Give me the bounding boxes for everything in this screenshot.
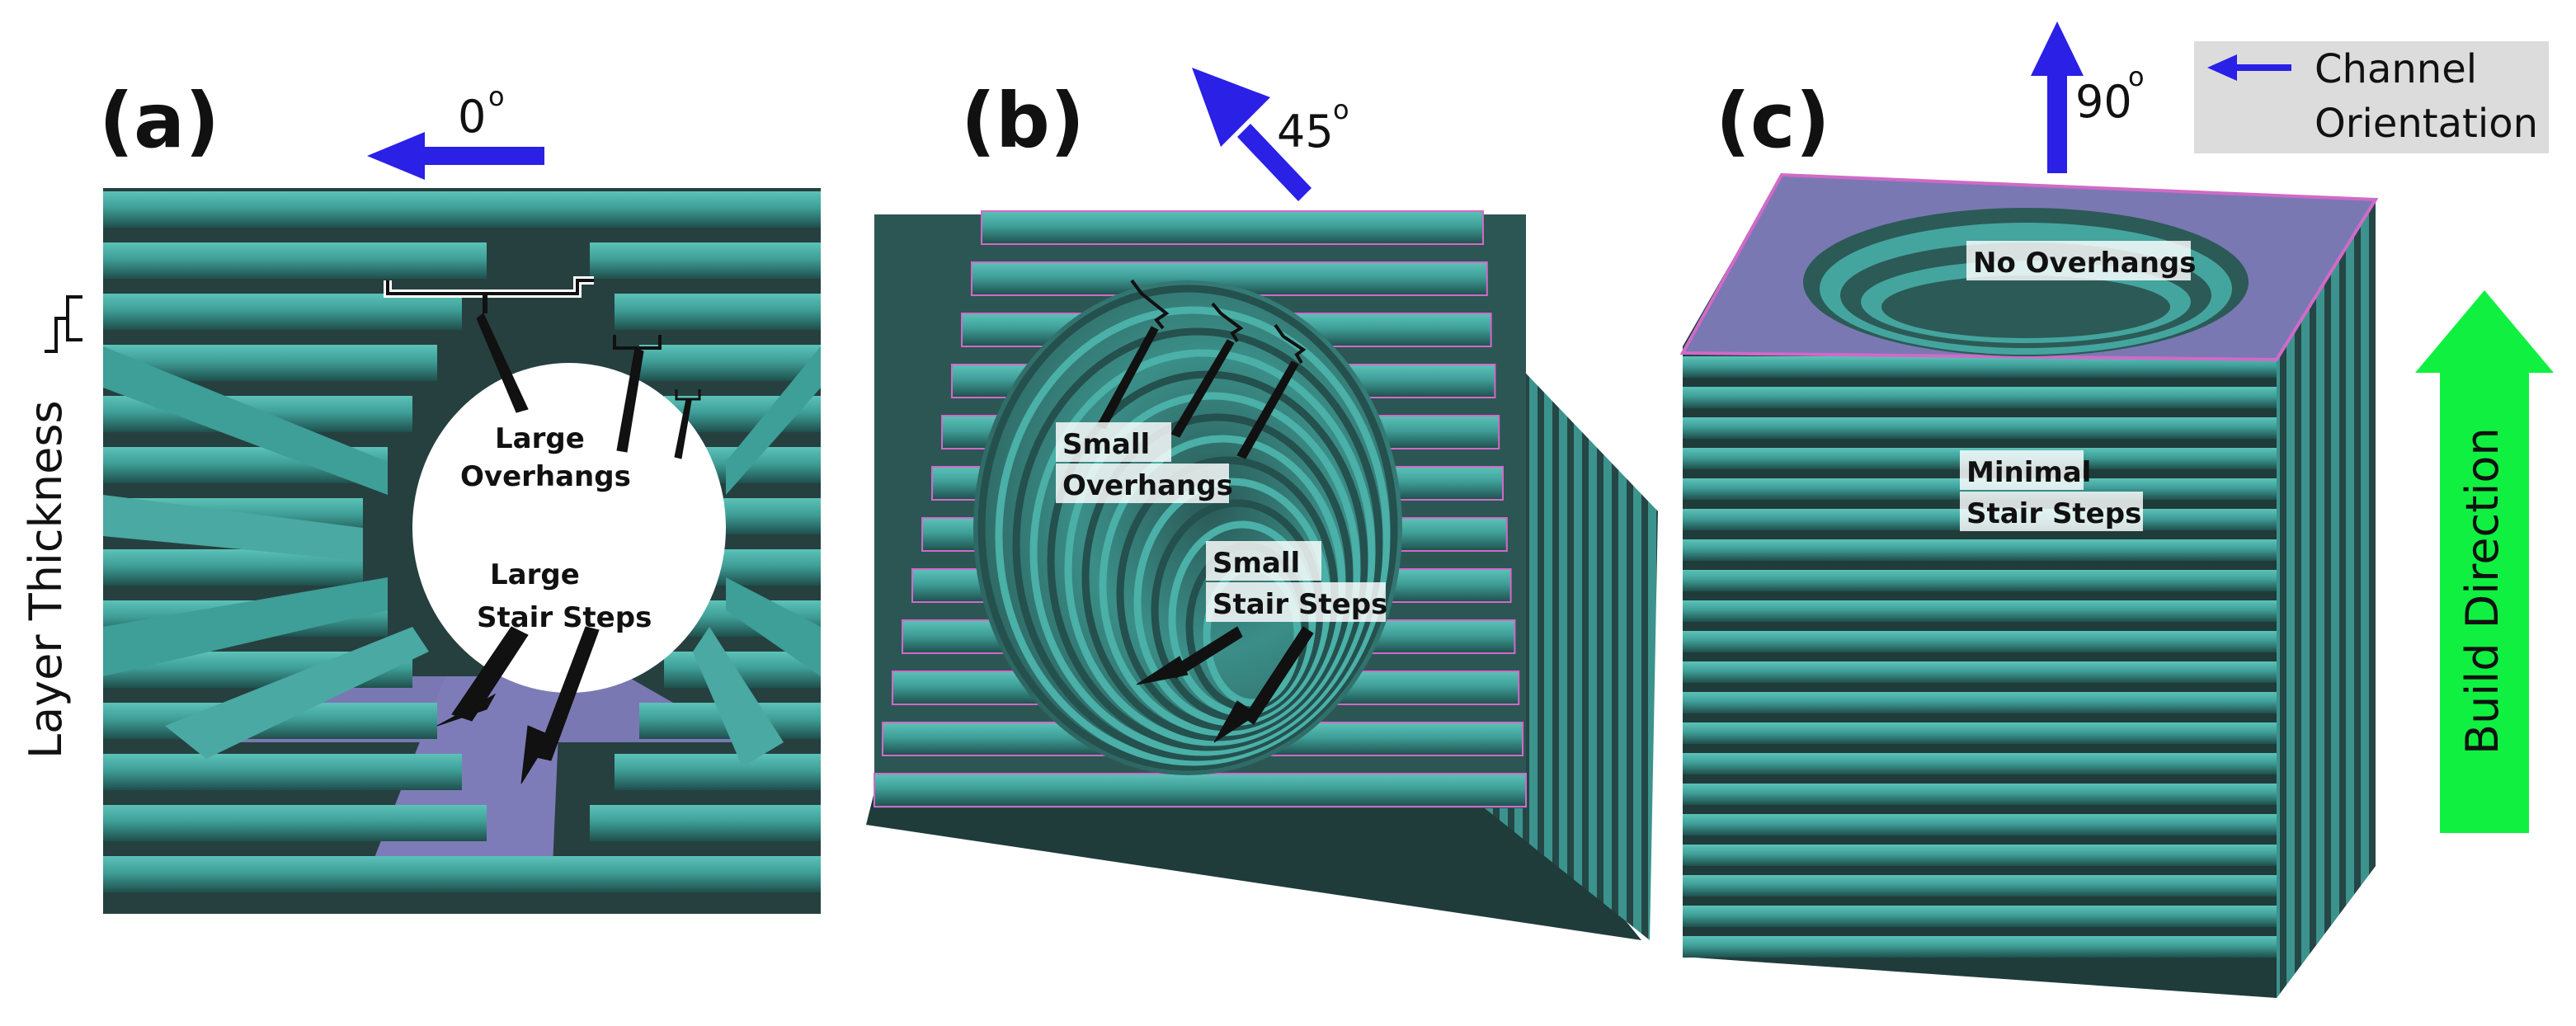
panel-c-steps-bg-1: [1960, 450, 2084, 490]
bowl-ring: [1029, 349, 1376, 756]
layer-c: [1683, 814, 2277, 835]
layer-c: [1683, 906, 2277, 927]
legend-arrow-icon: [2234, 64, 2291, 71]
panel-c-steps-label-1: Minimal: [1966, 456, 2091, 489]
layer-c: [1683, 539, 2277, 561]
panel-a-steps-label-1: Large: [490, 558, 580, 591]
layer-c: [1683, 600, 2277, 622]
angle-label-b: 45: [1277, 106, 1334, 158]
angle-degree-b: o: [1333, 94, 1349, 125]
legend-box: [2194, 41, 2549, 153]
angle-label-c: 90: [2075, 76, 2132, 128]
panel-b-callouts: [1096, 279, 1314, 743]
layer-c: [1683, 722, 2277, 744]
layer-a: [103, 242, 487, 279]
panel-a-opening: [412, 363, 726, 693]
panel-c-steps-bg-2: [1960, 492, 2143, 531]
panel-a-overhangs-label-2: Overhangs: [460, 460, 631, 493]
panel-c-steps-label-2: Stair Steps: [1966, 497, 2141, 530]
layer-c: [1683, 417, 2277, 439]
layer-b: [981, 210, 1484, 245]
layer-c: [1683, 936, 2277, 958]
layer-a: [103, 294, 462, 330]
layer-a: [590, 805, 821, 841]
layer-a: [639, 345, 821, 381]
layer-c: [1683, 692, 2277, 713]
layer-a: [713, 498, 821, 534]
panel-b-steps-bg-2: [1206, 582, 1386, 622]
panel-a-label: (a): [99, 77, 219, 165]
angle-degree-a: o: [488, 81, 505, 112]
panel-c-overhangs-bg: [1966, 241, 2191, 280]
panel-b-overhangs-label-1: Small: [1062, 428, 1150, 461]
bowl-ring: [1012, 327, 1383, 761]
bowl-ring: [995, 306, 1391, 766]
panel-b-structure: [866, 210, 1658, 940]
layer-a: [103, 754, 462, 790]
orientation-arrow-b: [1192, 68, 1312, 201]
layer-a: [590, 242, 821, 279]
panel-a-steps-label-2: Stair Steps: [477, 601, 652, 634]
layer-c: [1683, 753, 2277, 774]
layer-a: [615, 754, 821, 790]
layer-a: [103, 805, 487, 841]
orientation-arrow-c: [2031, 21, 2084, 173]
panel-c-side-face: [2277, 200, 2376, 998]
layer-thickness-label: Layer Thickness: [20, 400, 72, 759]
layer-c: [1683, 845, 2277, 866]
layer-c: [1683, 631, 2277, 652]
layer-c: [1683, 570, 2277, 591]
layer-a: [615, 294, 821, 330]
panel-b-steps-label-2: Stair Steps: [1213, 588, 1387, 621]
panel-b-steps-bg-1: [1206, 541, 1321, 581]
bowl-ring: [977, 285, 1398, 771]
layer-a: [103, 856, 821, 892]
panel-c-overhangs-label: No Overhangs: [1973, 247, 2196, 280]
layer-c: [1683, 661, 2277, 683]
panel-c-structure: [1679, 172, 2379, 998]
layer-c: [1683, 875, 2277, 897]
layer-b: [874, 773, 1527, 807]
panel-a-callouts: [384, 276, 701, 784]
panel-b-steps-label-1: Small: [1213, 547, 1300, 580]
panel-b-overhangs-label-2: Overhangs: [1062, 469, 1233, 502]
build-direction-label: Build Direction: [2456, 427, 2508, 755]
legend-line-1: Channel: [2315, 46, 2477, 92]
build-direction-arrow: [2415, 290, 2554, 833]
layer-a: [103, 191, 821, 228]
panel-a-overhangs-label-1: Large: [495, 422, 585, 455]
layer-c: [1683, 784, 2277, 805]
layer-c: [1683, 387, 2277, 408]
panel-b-label: (b): [961, 77, 1085, 165]
panel-a-structure: [103, 188, 821, 914]
panel-c-label: (c): [1716, 77, 1830, 165]
panel-b-overhangs-bg-2: [1056, 464, 1229, 503]
panel-b-overhangs-bg-1: [1056, 422, 1171, 462]
legend-line-2: Orientation: [2315, 101, 2538, 147]
layer-a: [713, 549, 821, 586]
bowl-ring: [1064, 392, 1361, 746]
layer-thickness-bracket: [45, 295, 82, 353]
orientation-arrow-a: [367, 132, 544, 180]
angle-degree-c: o: [2128, 61, 2145, 92]
angle-label-a: 0: [458, 91, 486, 143]
